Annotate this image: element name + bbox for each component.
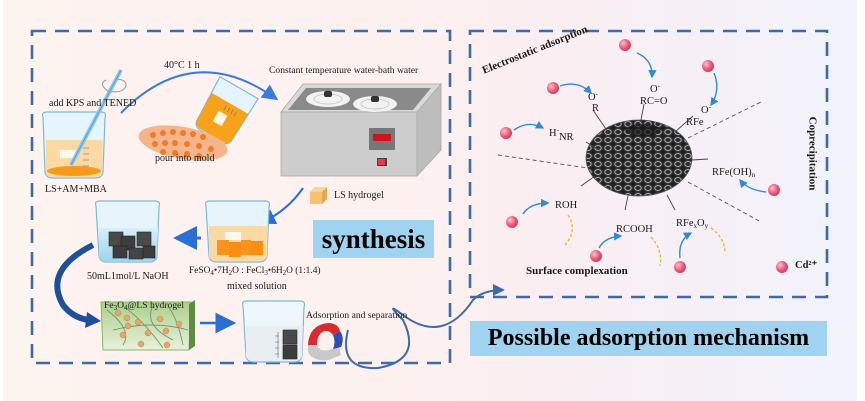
- mechanism-title: Possible adsorption mechanism: [470, 321, 827, 356]
- beaker-reagents-icon: [41, 69, 127, 179]
- group-rfexoy: RFexOy: [676, 218, 709, 230]
- sem-shadow: [625, 124, 661, 136]
- process-arrow-heat: [120, 71, 279, 114]
- label-composite: Fe3O4@LS hydrogel: [104, 300, 185, 312]
- group-hnr: H-NR: [549, 126, 574, 143]
- synthesis-panel-dashed-border: [30, 29, 452, 365]
- mechanism-separators: [497, 100, 764, 223]
- cd-ion: [590, 250, 602, 262]
- cd-ion: [500, 127, 512, 139]
- group-o-minus-1: O-: [588, 90, 598, 103]
- label-conditions: 40°C 1 h: [164, 60, 200, 71]
- cd-ion: [506, 216, 518, 228]
- label-surface-complexation: Surface complexation: [526, 265, 628, 277]
- group-roh: ROH: [555, 200, 578, 211]
- group-rc-o: RC=O: [640, 96, 668, 107]
- sem-image-hydrogel: [585, 119, 693, 197]
- label-initiator: add KPS and TENED: [49, 98, 137, 109]
- beaker-iron-solution-icon: [204, 200, 271, 263]
- label-iron-salts: FeSO4•7H2O : FeCl3•6H2O (1:1.4): [189, 266, 321, 277]
- functional-group-bonds: [580, 103, 709, 211]
- cd-ions: [500, 39, 788, 273]
- group-r: R: [592, 103, 600, 114]
- mold-icon: [138, 125, 228, 161]
- group-o-minus-2: O-: [650, 82, 660, 95]
- beaker-naoh-icon: [94, 200, 161, 263]
- process-arrow-to-composite: [54, 242, 95, 323]
- connector-arrow-to-mechanism: [345, 284, 505, 370]
- label-mold: pour into mold: [155, 153, 215, 164]
- figure-graphics: [30, 29, 829, 370]
- cd-ion: [674, 261, 686, 273]
- cd-ion: [619, 39, 631, 51]
- label-coprecipitation: Coprecipitation: [806, 116, 819, 191]
- cd-ion: [547, 82, 559, 94]
- legend-cd-ion-label: Cd²⁺: [795, 260, 818, 271]
- label-reagents: LS+AM+MBA: [45, 184, 107, 195]
- ion-arrows: [513, 52, 767, 259]
- label-water-bath: Constant temperature water-bath water: [269, 65, 419, 76]
- composite-hydrogel-icon: [100, 300, 195, 351]
- magnet-icon: [308, 323, 343, 361]
- mechanism-panel-dashed-border: [468, 29, 829, 299]
- group-rcooh: RCOOH: [616, 224, 653, 235]
- beaker-adsorption-icon: [241, 300, 306, 363]
- cd-ion: [702, 60, 714, 72]
- process-arrowhead: [85, 312, 101, 328]
- water-bath-icon: [280, 82, 442, 178]
- complexation-arcs: [564, 214, 726, 267]
- group-rfe-oh-n: RFe(OH)n: [712, 167, 756, 179]
- cd-ion-legend: [776, 261, 788, 273]
- label-mixed-solution: mixed solution: [227, 281, 287, 292]
- cd-ion: [768, 184, 780, 196]
- figure-canvas: add KPS and TENED LS+AM+MBA 40°C 1 h pou…: [3, 0, 857, 401]
- label-adsorption-separation: Adsorption and separation: [306, 310, 408, 321]
- label-ls-hydrogel: LS hydrogel: [334, 190, 384, 201]
- group-o-minus-3: O-: [701, 103, 711, 116]
- beaker-pouring-icon: [195, 75, 259, 145]
- group-rfe: RFe: [686, 117, 704, 128]
- synthesis-title: synthesis: [313, 220, 434, 258]
- ls-hydrogel-cube-icon: [310, 187, 327, 204]
- label-naoh: 50mL1mol/L NaOH: [87, 271, 169, 282]
